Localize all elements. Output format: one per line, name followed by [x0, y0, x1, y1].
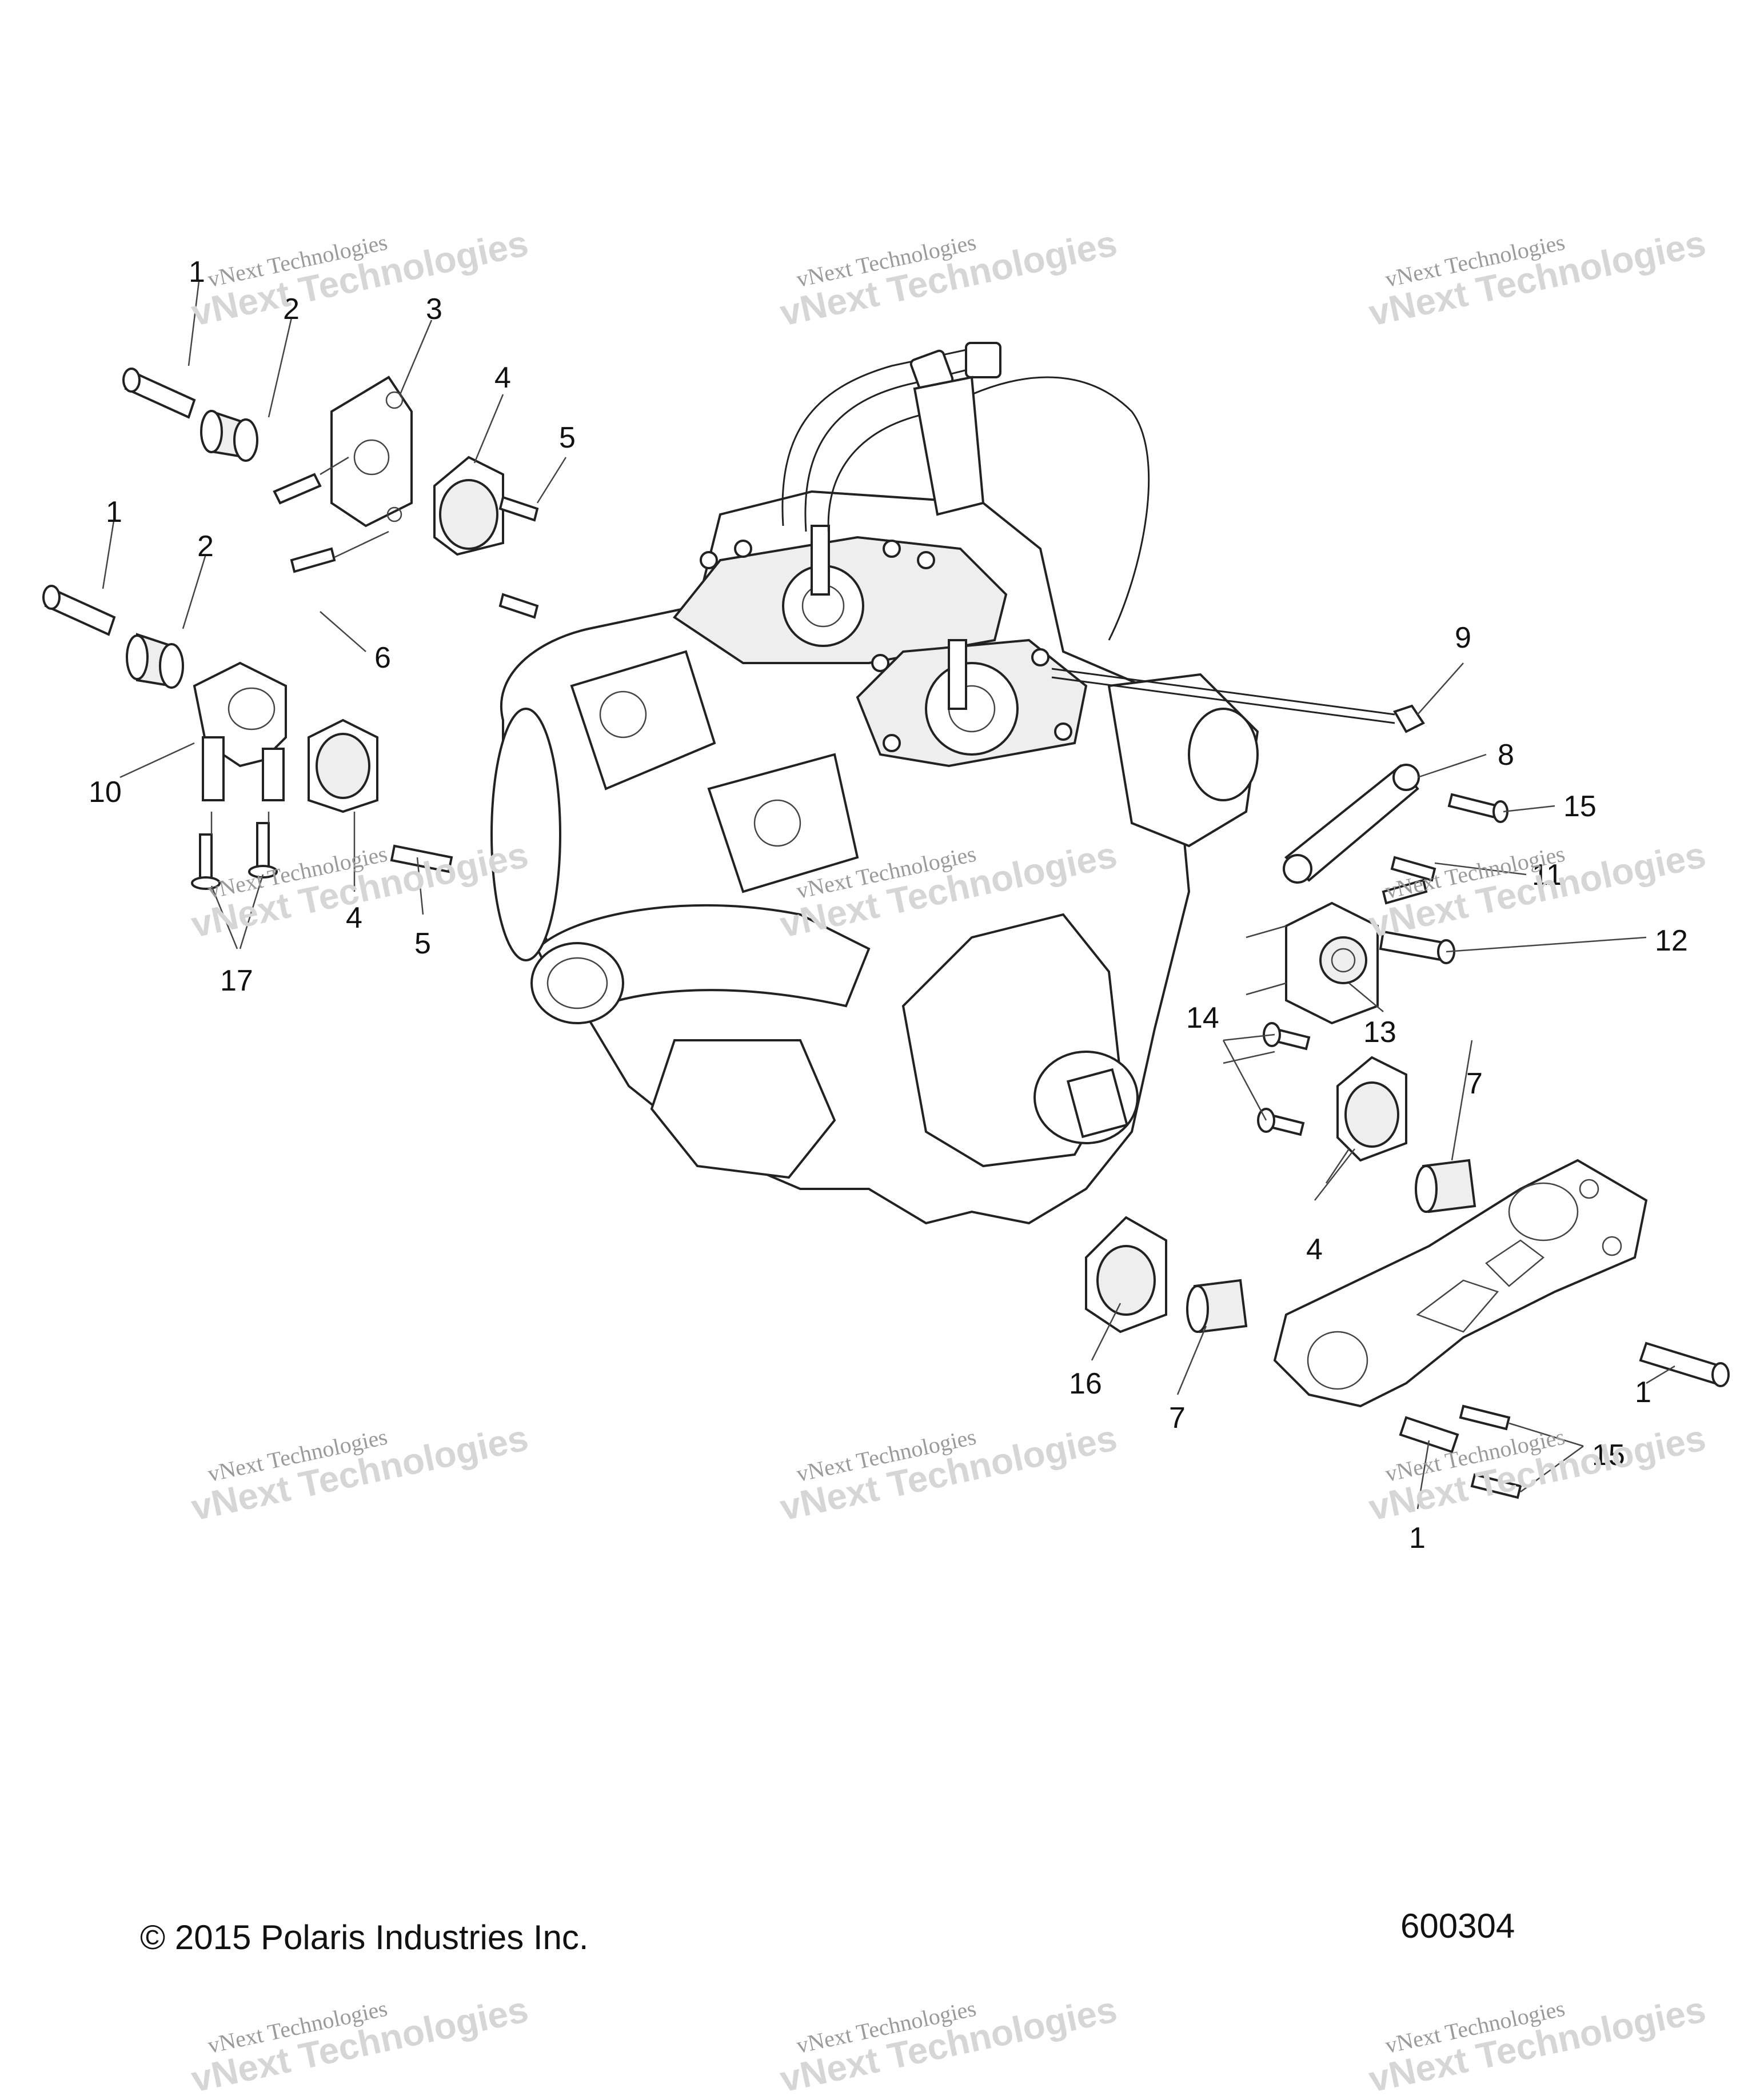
- figure-id: 600304: [1400, 1907, 1515, 1945]
- callout-1: 1: [1409, 1522, 1426, 1555]
- callout-7: 7: [1466, 1067, 1483, 1100]
- callout-7: 7: [1169, 1402, 1186, 1435]
- callout-10: 10: [89, 776, 122, 809]
- callout-5: 5: [559, 421, 576, 454]
- engine-assembly: [490, 342, 1395, 1225]
- copyright-text: © 2015 Polaris Industries Inc.: [140, 1918, 589, 1957]
- callout-13: 13: [1363, 1016, 1396, 1049]
- callout-11: 11: [1532, 859, 1563, 892]
- callout-1: 1: [1635, 1376, 1651, 1409]
- callout-15: 15: [1563, 790, 1597, 823]
- callout-2: 2: [283, 293, 300, 326]
- callout-4: 4: [1306, 1233, 1323, 1266]
- lower-right-mount-group: [1085, 1022, 1730, 1499]
- right-upper-mount-group: [1246, 704, 1508, 1025]
- callout-8: 8: [1498, 738, 1514, 772]
- callout-6: 6: [374, 641, 391, 674]
- callout-1: 1: [106, 496, 122, 529]
- callout-5: 5: [414, 927, 431, 960]
- callout-9: 9: [1455, 621, 1471, 654]
- callout-17: 17: [220, 964, 253, 997]
- callout-1: 1: [189, 255, 205, 289]
- callout-14: 14: [1186, 1001, 1219, 1035]
- leader-lines: [102, 281, 1675, 1510]
- mid-left-mount-group: [42, 585, 453, 890]
- callout-3: 3: [426, 293, 442, 326]
- callout-12: 12: [1655, 924, 1688, 957]
- callout-15: 15: [1592, 1439, 1625, 1472]
- callout-4: 4: [494, 361, 511, 394]
- callout-4: 4: [346, 901, 362, 935]
- upper-left-mount-group: [122, 368, 539, 619]
- callout-16: 16: [1069, 1367, 1102, 1400]
- callout-2: 2: [197, 530, 214, 563]
